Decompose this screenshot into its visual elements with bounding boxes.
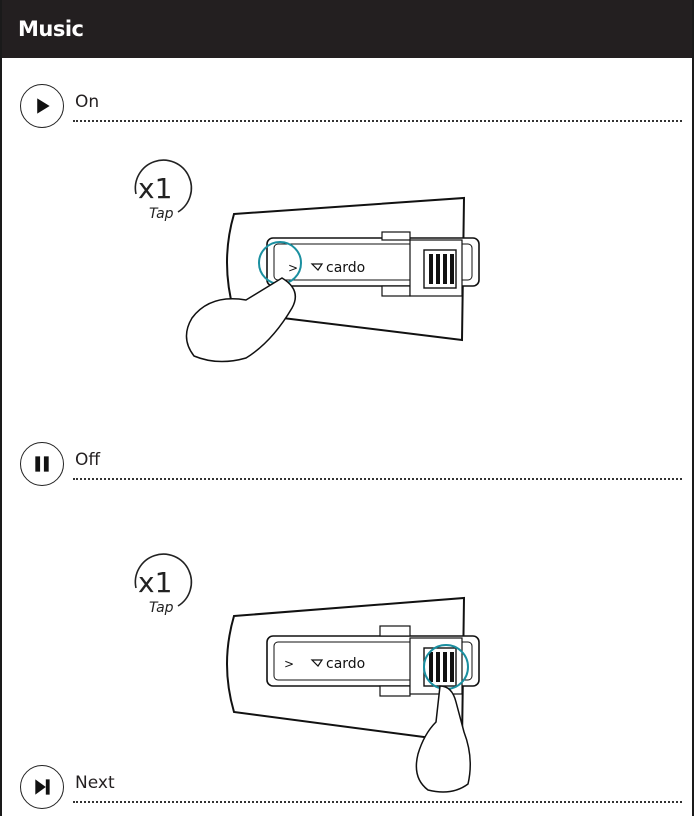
action-label-next: Next	[75, 773, 115, 793]
intercom-device: > cardo	[226, 596, 480, 744]
tap-count: x1	[138, 172, 172, 205]
page-title: Music	[18, 17, 84, 41]
action-row-next: Next	[20, 765, 682, 813]
svg-text:>: >	[284, 657, 294, 671]
hand-icon	[415, 685, 471, 793]
device-illustration-off: x1 Tap > cardo	[134, 553, 480, 793]
action-row-on: On	[20, 84, 682, 132]
tap-caption: Tap	[149, 600, 174, 616]
action-label-off: Off	[75, 450, 101, 470]
pause-icon	[20, 442, 64, 486]
section-header: Music	[2, 0, 692, 58]
play-icon	[20, 84, 64, 128]
device-brand-label: cardo	[326, 656, 365, 672]
device-illustration-on: x1 Tap > cardo	[134, 159, 480, 363]
device-brand-label: cardo	[326, 260, 365, 276]
tap-badge: x1 Tap	[134, 159, 193, 222]
skip-next-icon	[20, 765, 64, 809]
dotted-leader	[73, 801, 682, 803]
hand-icon	[185, 277, 297, 363]
dotted-leader	[73, 120, 682, 122]
dotted-leader	[73, 478, 682, 480]
tap-badge: x1 Tap	[134, 553, 193, 616]
tap-count: x1	[138, 566, 172, 599]
action-row-off: Off	[20, 442, 682, 490]
action-label-on: On	[75, 92, 100, 112]
svg-text:>: >	[288, 261, 298, 275]
tap-caption: Tap	[149, 206, 174, 222]
